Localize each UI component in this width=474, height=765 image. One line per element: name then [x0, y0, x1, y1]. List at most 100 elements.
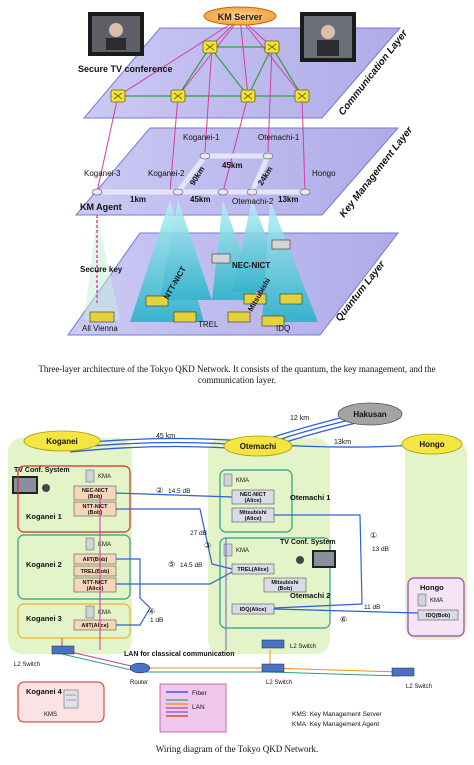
- tv-conf-right-icon: [296, 550, 336, 568]
- group-koganei2: [17, 534, 131, 600]
- group-koganei2-label: Koganei 2: [26, 560, 62, 569]
- dev-ntt-alice: NTT-NICT: [82, 580, 108, 586]
- link-12km: 12 km: [290, 415, 309, 422]
- site-koganei: Koganei: [23, 430, 101, 452]
- wiring-diagram: Koganei Otemachi Hongo Hakusan 45 km 12 …: [8, 402, 467, 733]
- router-label: Router: [130, 680, 148, 686]
- group-otemachi1: [219, 469, 293, 533]
- loss-4-marker: ④: [148, 607, 155, 616]
- qkd-devices: [89, 239, 303, 327]
- loss-6-marker: ⑥: [340, 615, 347, 624]
- group-otemachi2: [219, 537, 331, 629]
- svg-text:(Bob): (Bob): [88, 494, 103, 500]
- loss-3-marker: ③: [204, 541, 211, 550]
- l2-switch-label-1: L2 Switch: [14, 662, 40, 668]
- legend-lan-lines: [166, 699, 188, 717]
- dev-trel-alice: TREL(Alice): [237, 567, 268, 573]
- group-otemachi1-label: Otemachi 1: [290, 493, 330, 502]
- link-13km: 13km: [334, 439, 351, 446]
- svg-text:(Bob): (Bob): [88, 510, 103, 516]
- group-koganei4: [17, 681, 105, 723]
- loss-2-value: 14.5 dB: [168, 488, 190, 495]
- secure-tv-label: Secure TV conference: [78, 64, 173, 74]
- svg-text:(Alice): (Alice): [245, 516, 262, 522]
- vendor-nec: NEC-NICT: [232, 261, 270, 270]
- l2-switch-icons: [51, 639, 415, 677]
- loss-3-value: 27 dB: [190, 530, 207, 537]
- group-koganei1-label: Koganei 1: [26, 512, 62, 521]
- group-koganei3: [17, 603, 131, 639]
- km-agent-label: KM Agent: [80, 202, 122, 212]
- dev-nec-alice: NEC-NICT: [240, 492, 267, 498]
- group-hongo: [407, 577, 465, 637]
- kma-label-k3: KMA: [98, 610, 111, 616]
- group-koganei3-label: Koganei 3: [26, 614, 62, 623]
- three-layer-architecture-diagram: KM Server Secure TV conference Communica…: [67, 6, 416, 336]
- dev-trel-bob: TREL(Bob): [81, 569, 110, 575]
- kms-label: KMS: [44, 712, 57, 718]
- vendor-trel: TREL: [198, 320, 219, 329]
- group-koganei1: [17, 465, 131, 533]
- loss-1-value: 13 dB: [372, 546, 389, 553]
- kma-label-k1: KMA: [98, 474, 111, 480]
- loss-1-marker: ①: [370, 531, 377, 540]
- tv-screen-right-icon: [300, 12, 356, 62]
- km-ring: [97, 153, 305, 195]
- dev-aiit-alice: AIIT(Alice): [81, 623, 108, 629]
- loss-4-value: 1 dB: [150, 617, 163, 624]
- lan-classical-label: LAN for classical communication: [124, 651, 234, 658]
- kms-server-icon: [63, 689, 79, 709]
- loss-5-value: 14.5 dB: [180, 562, 202, 569]
- l2-switch-label-4: L2 Switch: [406, 684, 432, 690]
- site-hakusan: Hakusan: [337, 402, 403, 426]
- svg-text:(Alice): (Alice): [245, 498, 262, 504]
- dev-idq-bob: IDQ(Bob): [426, 613, 450, 619]
- kma-label-h: KMA: [430, 598, 443, 604]
- dev-nec-bob: NEC-NICT: [82, 488, 109, 494]
- kma-icons: [85, 469, 427, 619]
- legend-fiber: Fiber: [192, 690, 208, 697]
- dev-mitsu-alice: Mitsubishi: [239, 510, 267, 516]
- svg-text:Otemachi: Otemachi: [240, 442, 276, 451]
- km-server-node: [203, 6, 277, 26]
- quantum-cones: [84, 200, 318, 322]
- node-otemachi2: Otemachi-2: [232, 197, 274, 206]
- svg-text:Koganei: Koganei: [46, 437, 78, 446]
- tv-conf-right-label: TV Conf. System: [280, 539, 336, 546]
- caption-bottom: Wiring diagram of the Tokyo QKD Network.: [155, 744, 319, 754]
- node-koganei1: Koganei-1: [183, 133, 220, 142]
- loss-6-value: 11 dB: [364, 604, 381, 611]
- site-hongo: Hongo: [401, 433, 463, 455]
- kma-label-o1: KMA: [236, 478, 249, 484]
- dist-45-top: 45km: [222, 161, 242, 170]
- dev-aiit-bob: AIIT(Bob): [83, 557, 108, 563]
- l2-switch-label-3: L2 Switch: [266, 680, 292, 686]
- node-koganei2: Koganei-2: [148, 169, 185, 178]
- communication-links: [118, 46, 303, 97]
- group-hongo-label: Hongo: [420, 583, 444, 592]
- kma-label-k2: KMA: [98, 542, 111, 548]
- dist-13: 13km: [278, 195, 298, 204]
- svg-text:Hakusan: Hakusan: [353, 410, 386, 419]
- km-server-label: KM Server: [218, 12, 263, 22]
- abbr-kms: KMS: Key Management Server: [292, 711, 382, 718]
- dev-ntt-bob: NTT-NICT: [82, 504, 108, 510]
- fiber-links: [115, 492, 419, 626]
- km-nodes: [91, 152, 311, 196]
- kma-label-o2: KMA: [236, 548, 249, 554]
- dev-mitsu-bob: Mitsubishi: [271, 580, 299, 586]
- svg-text:(Alice): (Alice): [87, 586, 104, 592]
- tv-screen-left-icon: [88, 12, 144, 56]
- secure-key-label: Secure key: [80, 265, 123, 274]
- group-koganei4-label: Koganei 4: [26, 687, 63, 696]
- abbr-kma: KMA: Key Management Agent: [292, 721, 379, 728]
- node-otemachi1: Otemachi-1: [258, 133, 300, 142]
- caption-top: Three-layer architecture of the Tokyo QK…: [38, 364, 436, 385]
- dev-idq-alice: IDQ(Alice): [240, 607, 267, 613]
- vendor-all-vienna: All Vienna: [82, 324, 118, 333]
- loss-2-marker: ②: [156, 486, 163, 495]
- l2-switch-label-2: L2 Switch: [290, 644, 316, 650]
- link-45km: 45 km: [156, 433, 175, 440]
- svg-text:(Bob): (Bob): [278, 586, 293, 592]
- node-koganei3: Koganei-3: [84, 169, 121, 178]
